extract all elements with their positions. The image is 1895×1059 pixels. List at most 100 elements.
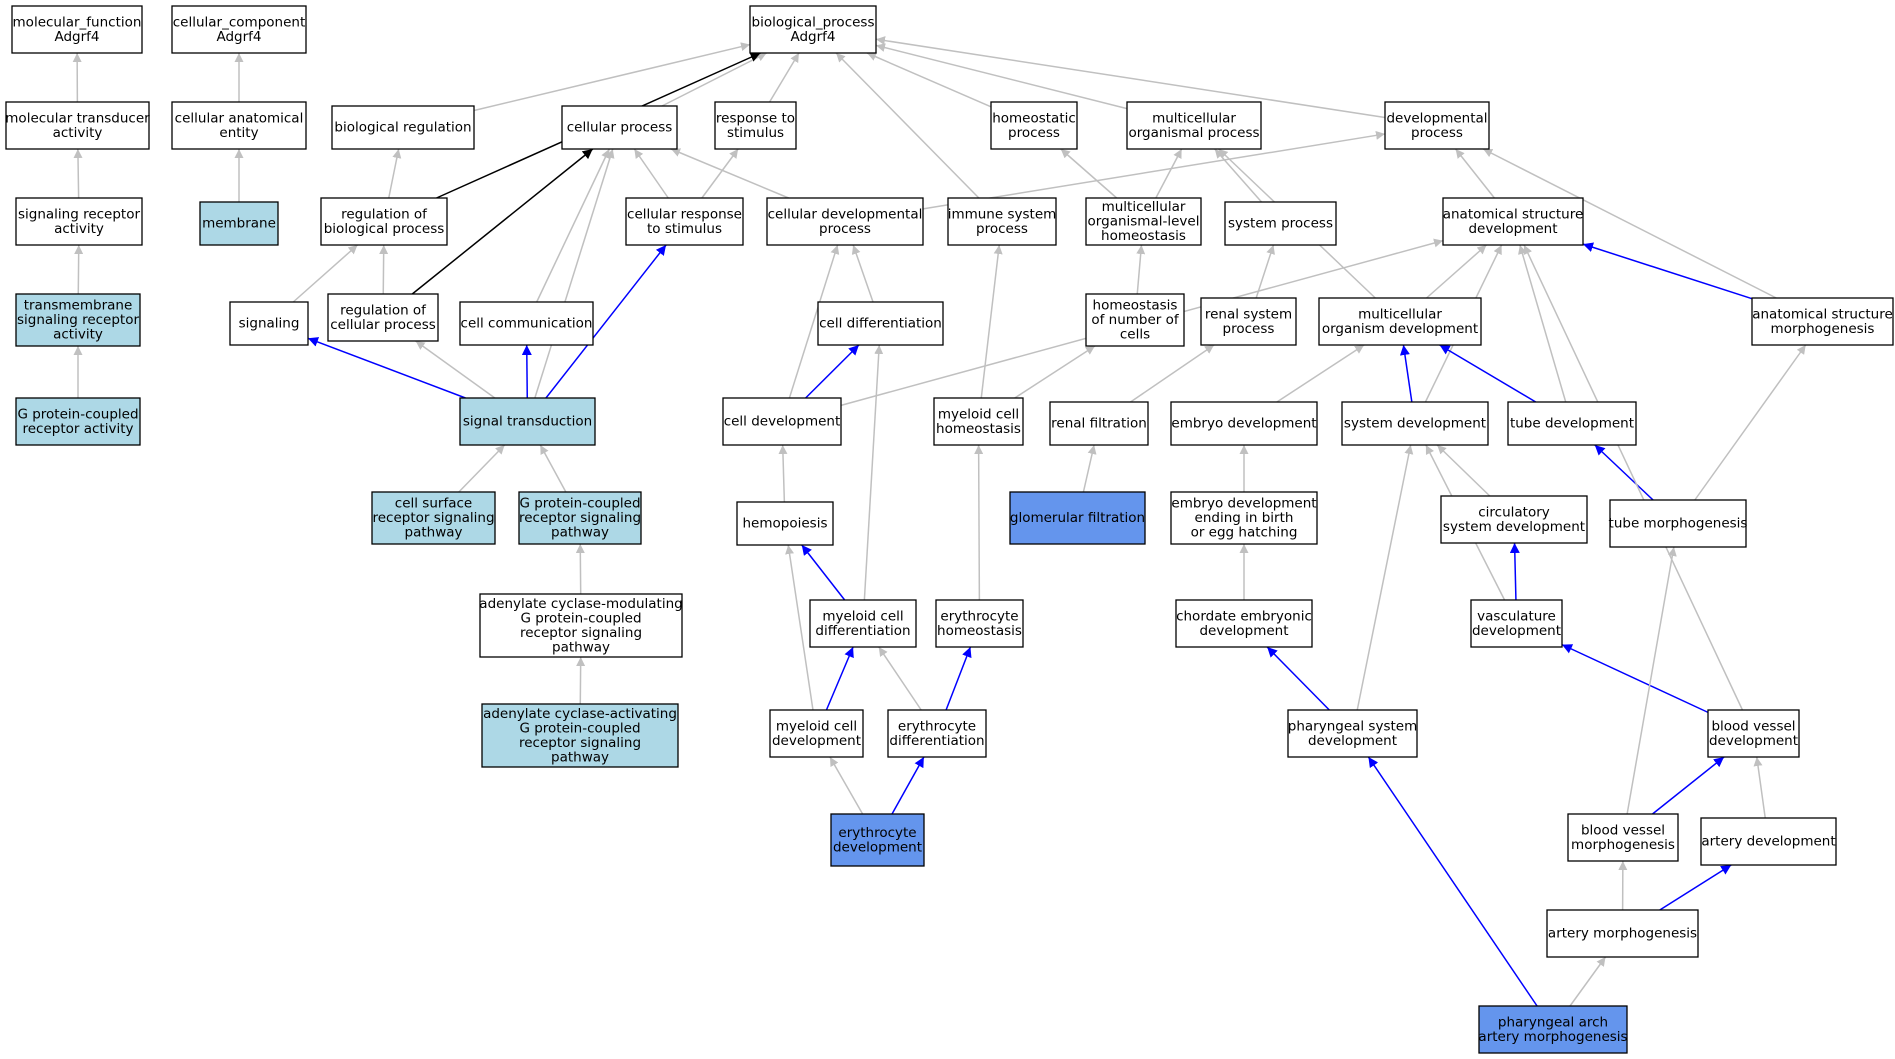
node-label: receptor signaling <box>372 510 494 526</box>
node-label: embryo development <box>1171 496 1316 512</box>
node-ccomm: cell communication <box>459 301 594 346</box>
node-label: multicellular <box>1358 306 1442 322</box>
node-label: vasculature <box>1477 608 1556 624</box>
edge-rsp-to-sysproc <box>1255 244 1275 299</box>
node-label: multicellular <box>1102 199 1186 215</box>
node-label: receptor activity <box>22 421 133 437</box>
node-box <box>947 197 1057 246</box>
node-label: process <box>976 221 1028 237</box>
nodes-layer: molecular_functionAdgrf4cellular_compone… <box>5 5 1894 1054</box>
node-label: homeostasis <box>936 421 1021 437</box>
node-box <box>1567 813 1679 862</box>
node-artdev: artery development <box>1700 817 1837 866</box>
node-label: multicellular <box>1152 110 1236 126</box>
node-label: receptor signaling <box>519 735 641 751</box>
node-label: blood vessel <box>1581 822 1665 838</box>
node-membrane: membrane <box>199 201 279 246</box>
node-label: homeostatic <box>992 110 1076 126</box>
node-label: Adgrf4 <box>216 29 261 45</box>
edge-gpcrsp-to-st <box>539 444 567 493</box>
node-sysdev: system development <box>1341 401 1489 446</box>
node-label: differentiation <box>889 733 984 749</box>
node-box <box>1009 491 1146 545</box>
edge-erydev-to-ediff <box>891 756 925 815</box>
edge-artdev-to-bvd <box>1753 756 1766 819</box>
node-rf: renal filtration <box>1049 401 1149 446</box>
node-box <box>15 293 141 347</box>
node-label: signaling receptor <box>17 312 140 328</box>
node-box <box>1341 401 1489 446</box>
node-label: regulation of <box>340 302 427 318</box>
node-label: renal system <box>1205 306 1292 322</box>
node-label: activity <box>54 221 104 237</box>
edge-tubedev-to-asd <box>1518 244 1567 403</box>
node-box <box>1442 197 1584 246</box>
edge-mch-to-hnc <box>1014 345 1096 399</box>
node-label: cellular response <box>627 206 742 222</box>
edge-st-to-crs <box>545 244 667 399</box>
edge-hnc-to-moh <box>1136 244 1146 295</box>
node-box <box>625 197 744 246</box>
node-label: adenylate cyclase-modulating <box>479 596 682 612</box>
edge-moh-to-homproc <box>1060 148 1118 199</box>
node-box <box>1470 599 1563 648</box>
node-box <box>327 293 439 342</box>
node-label: glomerular filtration <box>1010 510 1145 526</box>
node-box <box>1049 401 1149 446</box>
node-label: pharyngeal arch <box>1498 1014 1608 1030</box>
node-box <box>199 201 279 246</box>
node-box <box>935 599 1024 648</box>
node-label: cell differentiation <box>819 316 942 332</box>
node-label: morphogenesis <box>1571 837 1675 853</box>
node-label: renal filtration <box>1051 416 1147 432</box>
node-box <box>320 197 448 246</box>
node-label: Adgrf4 <box>54 29 99 45</box>
node-box <box>561 105 678 150</box>
edge-ediff-to-mcd <box>878 646 922 711</box>
node-label: ending in birth <box>1195 510 1294 526</box>
node-label: erythrocyte <box>940 608 1018 624</box>
node-label: G protein-coupled <box>17 406 138 422</box>
edge-tubemorph-to-tubedev <box>1594 444 1654 501</box>
node-label: biological regulation <box>334 120 471 136</box>
node-box <box>769 709 864 758</box>
edge-cdp-to-cproc <box>670 148 789 199</box>
node-label: morphogenesis <box>1771 321 1875 337</box>
node-label: activity <box>53 327 103 343</box>
edge-mop-to-bp <box>875 43 1128 110</box>
edge-celldev-to-cdp <box>788 244 840 399</box>
node-label: artery morphogenesis <box>1548 926 1697 942</box>
node-label: differentiation <box>815 623 910 639</box>
edge-signaling-to-rbp <box>292 244 359 303</box>
node-artmorph: artery morphogenesis <box>1546 909 1699 958</box>
node-label: cellular process <box>567 120 673 136</box>
edge-vd-to-csd <box>1509 542 1520 601</box>
node-box <box>1700 817 1837 866</box>
node-signaling: signaling <box>229 301 309 346</box>
edge-artmorph-to-artdev <box>1659 864 1732 911</box>
edge-homproc-to-bp <box>866 52 992 108</box>
node-label: biological process <box>324 221 445 237</box>
node-box <box>1170 401 1318 446</box>
node-box <box>1224 201 1337 246</box>
node-label: homeostasis <box>937 623 1022 639</box>
edge-mch-to-isp <box>980 244 1003 399</box>
node-label: pharyngeal system <box>1288 718 1418 734</box>
edge-gf-to-rf <box>1082 444 1097 493</box>
edge-asd-to-devproc <box>1455 148 1495 199</box>
